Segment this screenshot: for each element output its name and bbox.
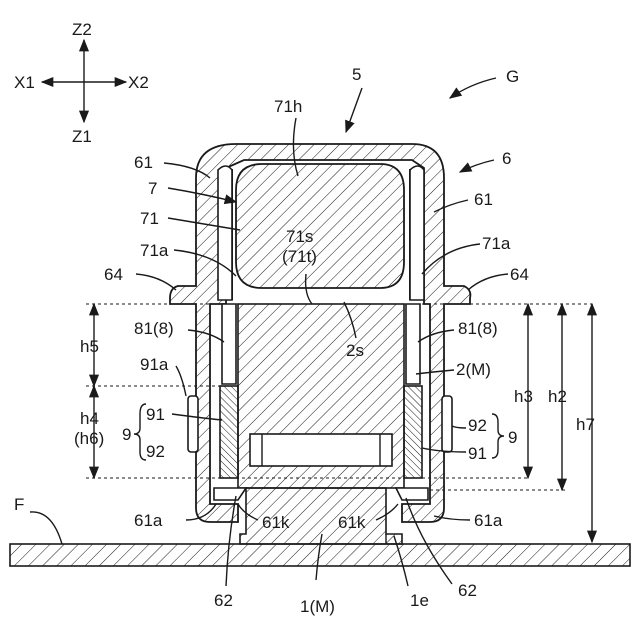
label-61-left: 61 bbox=[134, 153, 153, 172]
label-F: F bbox=[14, 495, 24, 514]
brace-left bbox=[134, 404, 146, 460]
label-92-right: 92 bbox=[468, 416, 487, 435]
label-91-left: 91 bbox=[146, 405, 165, 424]
cushion-91-left bbox=[220, 386, 238, 478]
label-71h: 71h bbox=[274, 97, 302, 116]
label-71a-right: 71a bbox=[482, 234, 511, 253]
label-2s: 2s bbox=[346, 341, 364, 360]
label-81-right: 81(8) bbox=[458, 319, 498, 338]
label-z1: Z1 bbox=[72, 127, 92, 146]
label-71: 71 bbox=[140, 209, 159, 228]
label-9-right: 9 bbox=[508, 428, 517, 447]
label-1M: 1(M) bbox=[300, 597, 335, 616]
label-G: G bbox=[506, 67, 519, 86]
leg-81-right bbox=[406, 304, 420, 384]
label-5: 5 bbox=[352, 65, 361, 84]
claw-62-right bbox=[396, 488, 428, 500]
label-62-right: 62 bbox=[458, 581, 477, 600]
label-h2: h2 bbox=[548, 387, 567, 406]
label-x2: X2 bbox=[128, 73, 149, 92]
label-6: 6 bbox=[502, 149, 511, 168]
label-71t: (71t) bbox=[282, 247, 317, 266]
label-91-right: 91 bbox=[468, 444, 487, 463]
label-9-left: 9 bbox=[122, 425, 131, 444]
label-71s: 71s bbox=[286, 227, 313, 246]
claw-62-left bbox=[214, 488, 246, 500]
label-h4: h4 bbox=[80, 409, 99, 428]
block-slot bbox=[250, 434, 392, 466]
label-x1: X1 bbox=[14, 73, 35, 92]
label-1e: 1e bbox=[410, 591, 429, 610]
label-7: 7 bbox=[148, 179, 157, 198]
label-92-left: 92 bbox=[146, 442, 165, 461]
label-91a: 91a bbox=[140, 355, 169, 374]
label-71a-left: 71a bbox=[140, 241, 169, 260]
axis-cross bbox=[42, 40, 126, 122]
inner-slot-left bbox=[218, 166, 232, 300]
label-61k-right: 61k bbox=[338, 513, 366, 532]
label-z2: Z2 bbox=[72, 20, 92, 39]
pad-92-right bbox=[442, 396, 452, 452]
label-64-left: 64 bbox=[104, 265, 123, 284]
label-61a-right: 61a bbox=[474, 511, 503, 530]
inner-slot-right bbox=[410, 166, 424, 300]
label-h3: h3 bbox=[514, 387, 533, 406]
cushion-91-right bbox=[404, 386, 422, 478]
label-h5: h5 bbox=[80, 337, 99, 356]
label-62-left: 62 bbox=[214, 591, 233, 610]
label-h6: (h6) bbox=[74, 429, 104, 448]
label-64-right: 64 bbox=[510, 265, 529, 284]
label-61k-left: 61k bbox=[262, 513, 290, 532]
label-81-left: 81(8) bbox=[134, 319, 174, 338]
pad-92-left bbox=[188, 396, 198, 452]
brace-right bbox=[492, 414, 504, 458]
label-2M: 2(M) bbox=[456, 360, 491, 379]
label-61-right: 61 bbox=[474, 190, 493, 209]
label-61a-left: 61a bbox=[134, 511, 163, 530]
leg-81-left bbox=[222, 304, 236, 384]
label-h7: h7 bbox=[576, 415, 595, 434]
